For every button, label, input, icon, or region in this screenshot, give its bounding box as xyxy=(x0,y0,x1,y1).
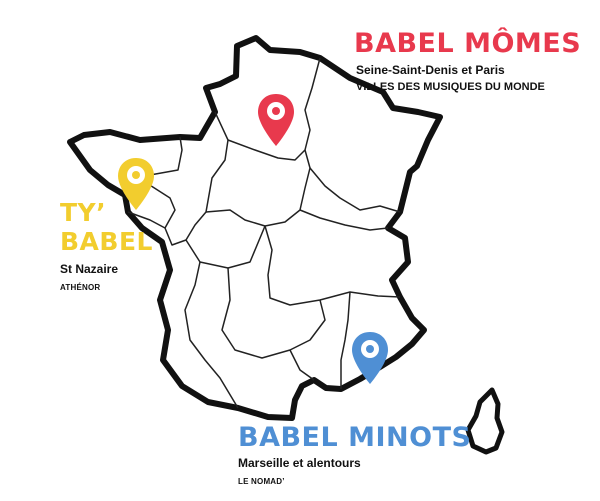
babel-momes-org: VILLES DES MUSIQUES DU MONDE xyxy=(356,81,545,93)
ty-babel-org: ATHÉNOR xyxy=(60,283,101,292)
babel-momes-place: Seine-Saint-Denis et Paris xyxy=(356,63,505,77)
babel-minots-place: Marseille et alentours xyxy=(238,456,361,470)
ty-babel-place: St Nazaire xyxy=(60,262,119,276)
saint-nazaire-marker-icon[interactable] xyxy=(116,156,156,212)
marseille-marker-icon[interactable] xyxy=(350,330,390,386)
ty-babel-title-line2: BABEL xyxy=(60,227,153,256)
babel-minots-org: LE NOMAD’ xyxy=(238,477,285,486)
paris-marker-icon[interactable] xyxy=(256,92,296,148)
region-borders xyxy=(127,57,401,409)
babel-momes-title: BABEL MÔMES xyxy=(354,28,582,59)
babel-minots-title: BABEL MINOTS xyxy=(238,422,472,453)
ty-babel-title-line1: TY’ xyxy=(60,198,107,227)
corsica-outline xyxy=(465,387,505,455)
